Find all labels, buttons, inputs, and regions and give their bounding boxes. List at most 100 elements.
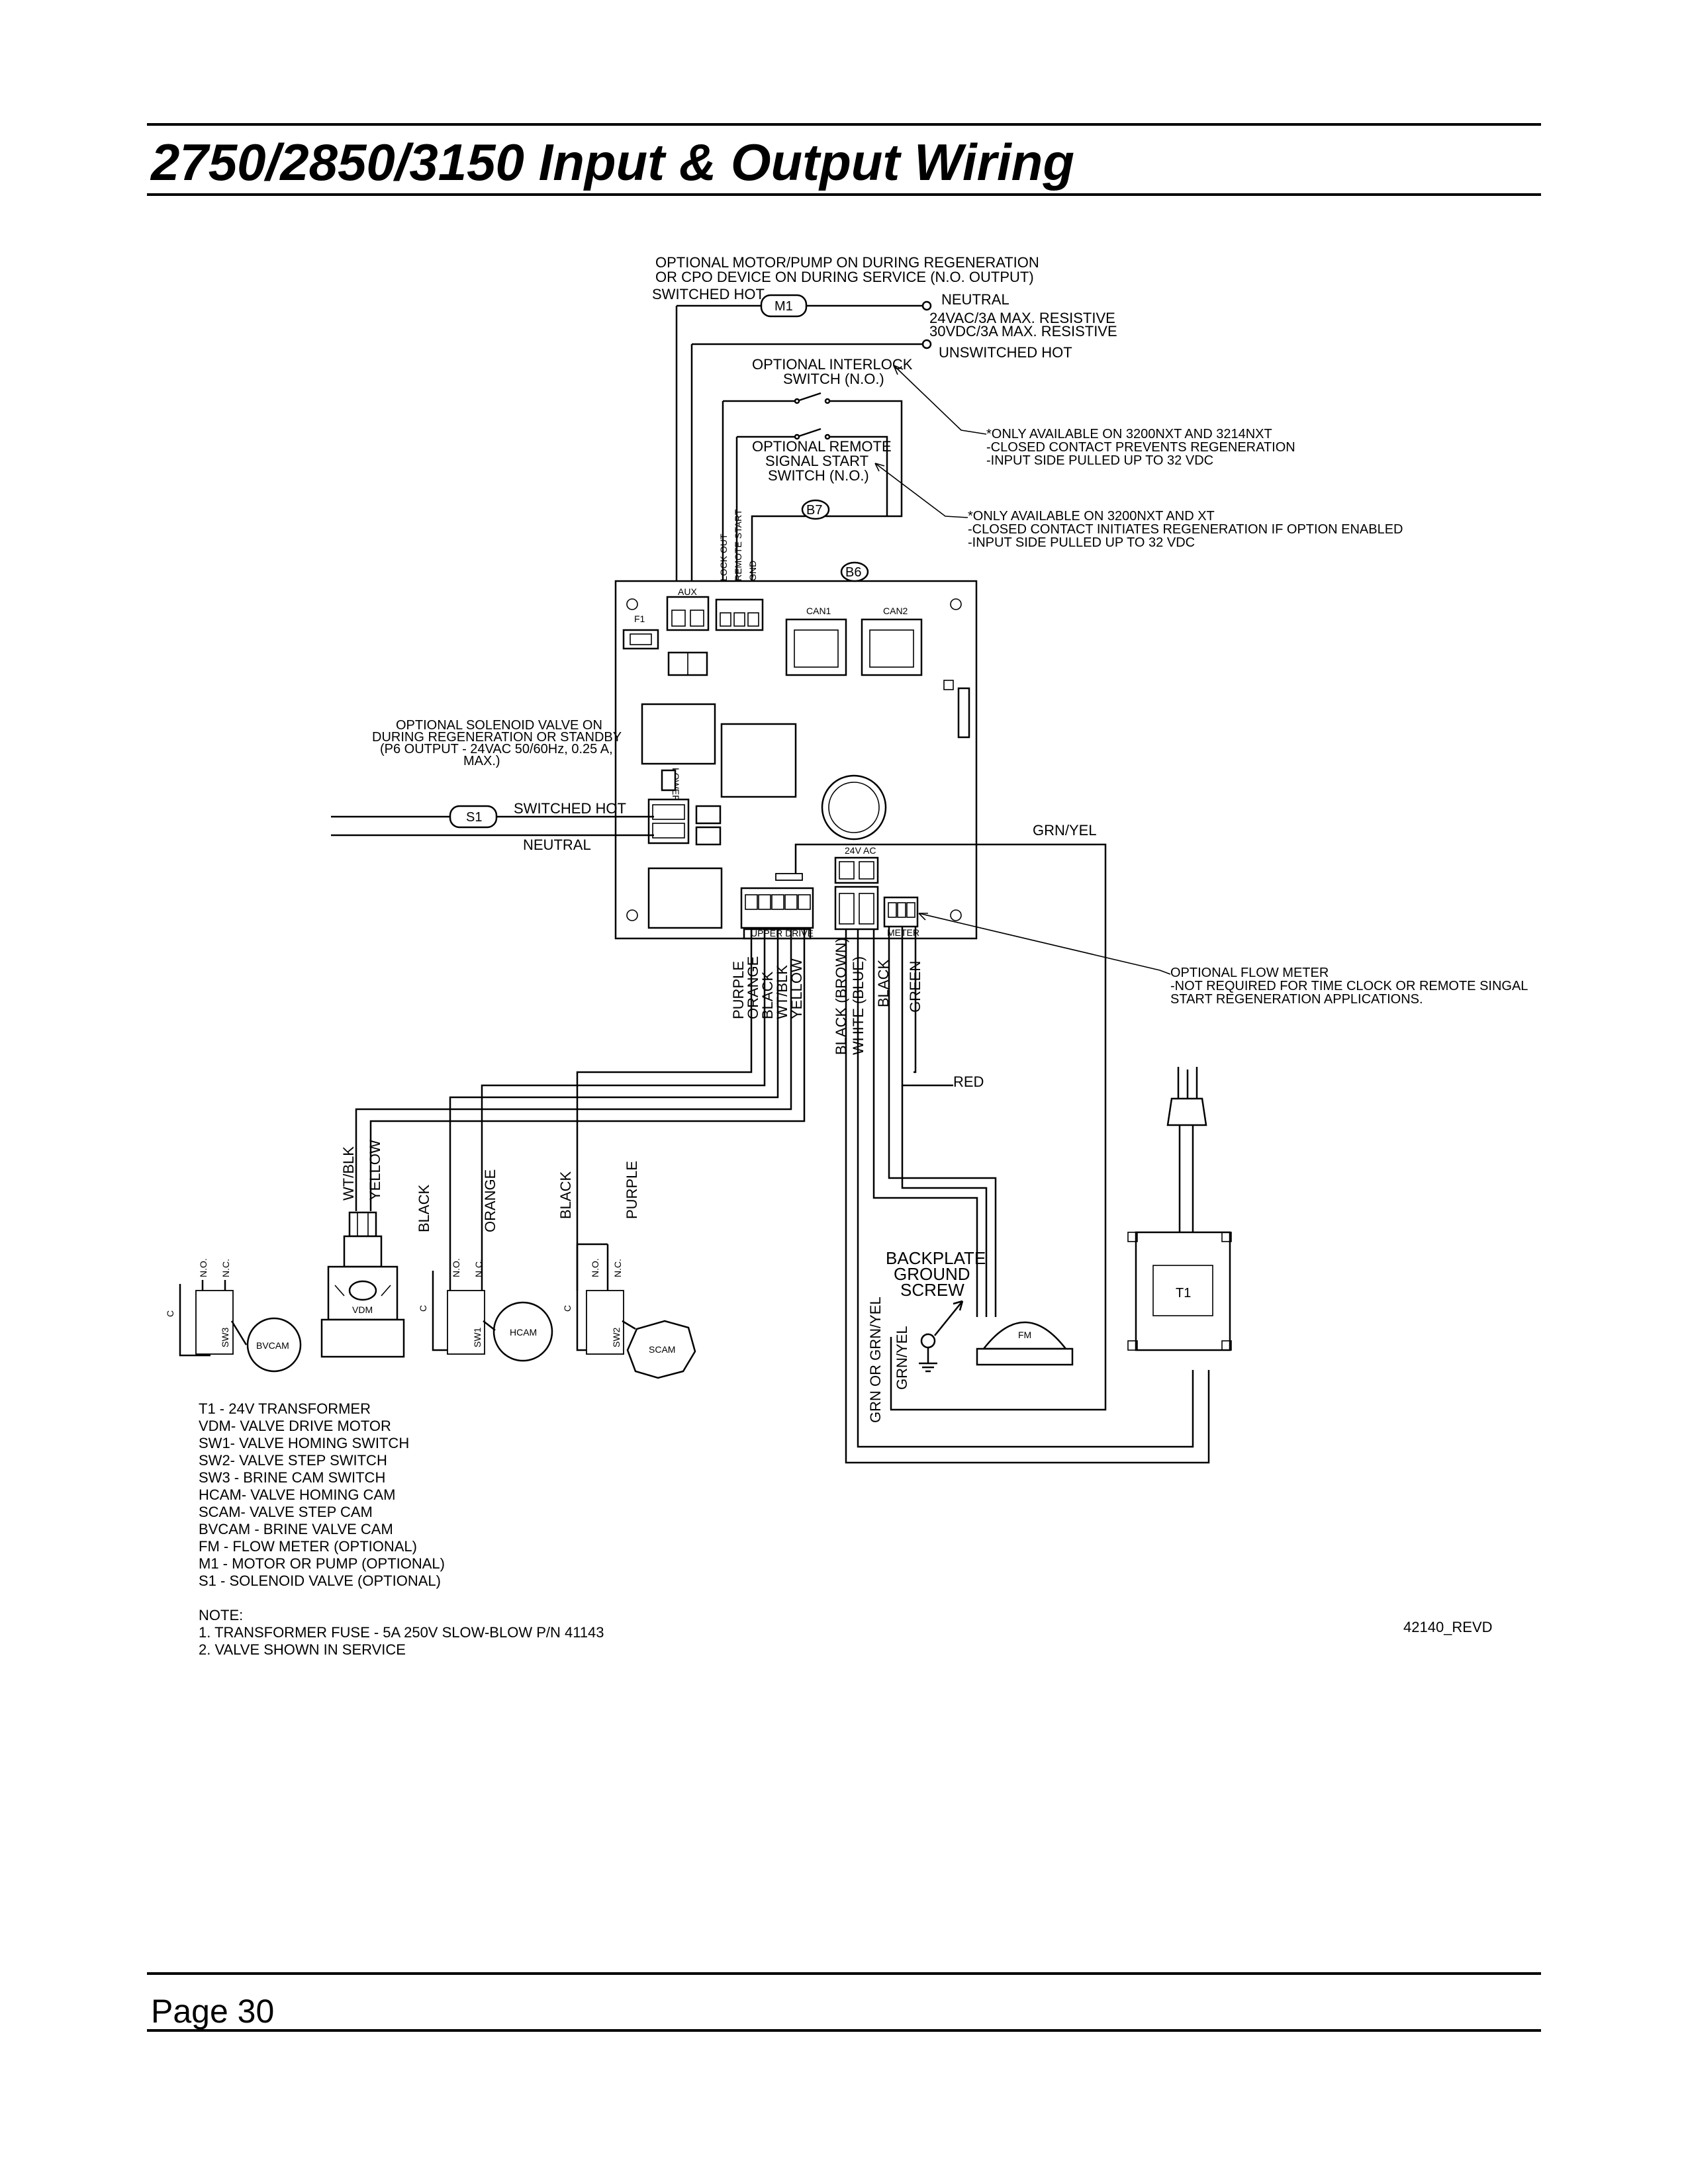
- b6-label: B6: [845, 565, 861, 580]
- motor-label-1: OPTIONAL MOTOR/PUMP ON DURING REGENERATI…: [655, 254, 1039, 271]
- hcam-label: HCAM: [510, 1327, 537, 1338]
- ground-screw: [920, 1333, 936, 1349]
- footer-rule-bottom: [147, 2029, 1541, 2032]
- b6-badge: [840, 561, 869, 582]
- gnd-label: GND: [747, 561, 758, 581]
- wire-label-red: RED: [953, 1073, 984, 1090]
- lower-label-wtblk: WT/BLK: [340, 1146, 357, 1201]
- lower-label-black2: BLACK: [557, 1171, 574, 1219]
- valve-components: N.O. N.C. C SW3 BVCAM VDM N.O. N.C. C SW…: [165, 1211, 696, 1379]
- flow-meter-note: OPTIONAL FLOW METER -NOT REQUIRED FOR TI…: [918, 913, 1528, 1007]
- unswitched-hot-terminal: [921, 339, 932, 349]
- interlock-note-3: -INPUT SIDE PULLED UP TO 32 VDC: [986, 453, 1213, 468]
- can1-port: [785, 618, 847, 676]
- interlock-label-2: SWITCH (N.O.): [783, 371, 884, 387]
- solenoid-group: OPTIONAL SOLENOID VALVE ON DURING REGENE…: [331, 718, 654, 853]
- backplate-and-meter: BACKPLATE GROUND SCREW GRN OR GRN/YEL GR…: [867, 1067, 1232, 1423]
- motor-rating-2: 30VDC/3A MAX. RESISTIVE: [929, 323, 1117, 340]
- sw2-no-label: N.O.: [590, 1258, 600, 1277]
- can2-port: [861, 618, 923, 676]
- legend-item-9: FM - FLOW METER (OPTIONAL): [199, 1538, 417, 1555]
- legend-item-4: SW2- VALVE STEP SWITCH: [199, 1452, 387, 1469]
- wire-label-purple: PURPLE: [730, 961, 747, 1019]
- motor-m1-symbol: [760, 294, 808, 318]
- remote-label-2: SIGNAL START: [765, 453, 868, 469]
- lockout-label: LOCK OUT: [718, 533, 729, 581]
- upper-drive-label: UPPER DRIVE: [751, 928, 814, 938]
- wire-label-white-blue: WHITE (BLUE): [850, 956, 867, 1055]
- sw3-switch: [195, 1290, 234, 1355]
- solenoid-s1-label: S1: [466, 810, 482, 825]
- interlock-note-2: -CLOSED CONTACT PREVENTS REGENERATION: [986, 440, 1295, 455]
- neutral-terminal: [921, 300, 932, 311]
- lower-label-black: BLACK: [416, 1185, 432, 1232]
- flow-note-2: -NOT REQUIRED FOR TIME CLOCK OR REMOTE S…: [1170, 979, 1528, 993]
- flow-note-1: OPTIONAL FLOW METER: [1170, 966, 1329, 980]
- sw1-no-label: N.O.: [451, 1258, 461, 1277]
- aux-label: AUX: [678, 586, 697, 597]
- interlock-contact-a: [794, 398, 800, 404]
- aux-connector: [666, 596, 710, 631]
- lower-wire-labels: WT/BLK YELLOW BLACK ORANGE BLACK PURPLE: [340, 1140, 640, 1232]
- interlock-contact-b: [824, 398, 831, 404]
- remote-label-3: SWITCH (N.O.): [768, 467, 869, 484]
- title-rule: [147, 193, 1541, 196]
- legend-item-7: SCAM- VALVE STEP CAM: [199, 1504, 373, 1520]
- legend-item-10: M1 - MOTOR OR PUMP (OPTIONAL): [199, 1555, 445, 1572]
- legend-item-6: HCAM- VALVE HOMING CAM: [199, 1486, 395, 1503]
- remote-note-1: *ONLY AVAILABLE ON 3200NXT AND XT: [968, 509, 1215, 523]
- legend-item-3: SW1- VALVE HOMING SWITCH: [199, 1435, 409, 1451]
- bvcam-label: BVCAM: [256, 1340, 289, 1351]
- sw2-label: SW2: [611, 1327, 622, 1347]
- wire-label-black: BLACK: [759, 972, 776, 1019]
- remote-note-3: -INPUT SIDE PULLED UP TO 32 VDC: [968, 535, 1195, 550]
- solenoid-switched-hot-label: SWITCHED HOT: [514, 800, 626, 817]
- lower-label-purple: PURPLE: [624, 1161, 640, 1219]
- remote-note-2: -CLOSED CONTACT INITIATES REGENERATION I…: [968, 522, 1403, 537]
- solenoid-label-4: MAX.): [463, 754, 500, 768]
- solenoid-label-3: (P6 OUTPUT - 24VAC 50/60Hz, 0.25 A,: [380, 742, 613, 756]
- drawing-number: 42140_REVD: [1403, 1619, 1493, 1635]
- b7-label: B7: [806, 503, 822, 518]
- can2-label: CAN2: [883, 606, 908, 616]
- lower-drive-connector: [647, 798, 690, 844]
- remote-contact-a: [794, 433, 800, 440]
- sw3-nc-label: N.C.: [220, 1259, 231, 1277]
- notes-heading: NOTE:: [199, 1607, 243, 1623]
- motor-m1-label: M1: [774, 299, 793, 314]
- backplate-label-2: GROUND: [894, 1264, 970, 1284]
- fm-label: FM: [1018, 1330, 1031, 1340]
- ground-wiring: GRN/YEL: [794, 822, 1210, 1464]
- motor-label-2: OR CPO DEVICE ON DURING SERVICE (N.O. OU…: [655, 269, 1034, 285]
- f1-label: F1: [634, 614, 645, 624]
- top-rule: [147, 123, 1541, 126]
- legend: T1 - 24V TRANSFORMER VDM- VALVE DRIVE MO…: [199, 1400, 445, 1589]
- sw1-nc-label: N.C.: [473, 1259, 484, 1277]
- remote-start-pin-label: REMOTE START: [733, 509, 743, 581]
- motor-switched-hot-label: SWITCHED HOT: [652, 286, 765, 302]
- sw3-label: SW3: [220, 1327, 230, 1347]
- wire-label-black-brown: BLACK (BROWN): [833, 938, 849, 1055]
- solenoid-neutral-label: NEUTRAL: [523, 837, 591, 853]
- wire-label-wtblk: WT/BLK: [774, 965, 790, 1019]
- solenoid-label-2: DURING REGENERATION OR STANDBY: [372, 730, 622, 745]
- page-number: Page 30: [151, 1993, 275, 2030]
- notes: NOTE: 1. TRANSFORMER FUSE - 5A 250V SLOW…: [199, 1607, 1493, 1658]
- unswitched-hot-label: UNSWITCHED HOT: [939, 344, 1072, 361]
- b7-badge: [801, 499, 830, 520]
- interlock-note-1: *ONLY AVAILABLE ON 3200NXT AND 3214NXT: [986, 427, 1272, 441]
- motor-rating-1: 24VAC/3A MAX. RESISTIVE: [929, 310, 1115, 326]
- grn-or-grnyel-label: GRN OR GRN/YEL: [867, 1297, 884, 1423]
- scam-symbol: [626, 1320, 696, 1379]
- interlock-group: OPTIONAL INTERLOCK SWITCH (N.O.) OPTIONA…: [722, 356, 1403, 601]
- note-item-2: 2. VALVE SHOWN IN SERVICE: [199, 1641, 406, 1658]
- sw2-c-label: C: [562, 1305, 573, 1312]
- can1-label: CAN1: [806, 606, 831, 616]
- upper-drive-connector: [740, 887, 814, 929]
- vdm-plug: [348, 1211, 377, 1238]
- solenoid-label-1: OPTIONAL SOLENOID VALVE ON: [396, 718, 602, 733]
- grn-yel-label: GRN/YEL: [1033, 822, 1097, 839]
- input-connector: [715, 598, 764, 631]
- legend-item-5: SW3 - BRINE CAM SWITCH: [199, 1469, 385, 1486]
